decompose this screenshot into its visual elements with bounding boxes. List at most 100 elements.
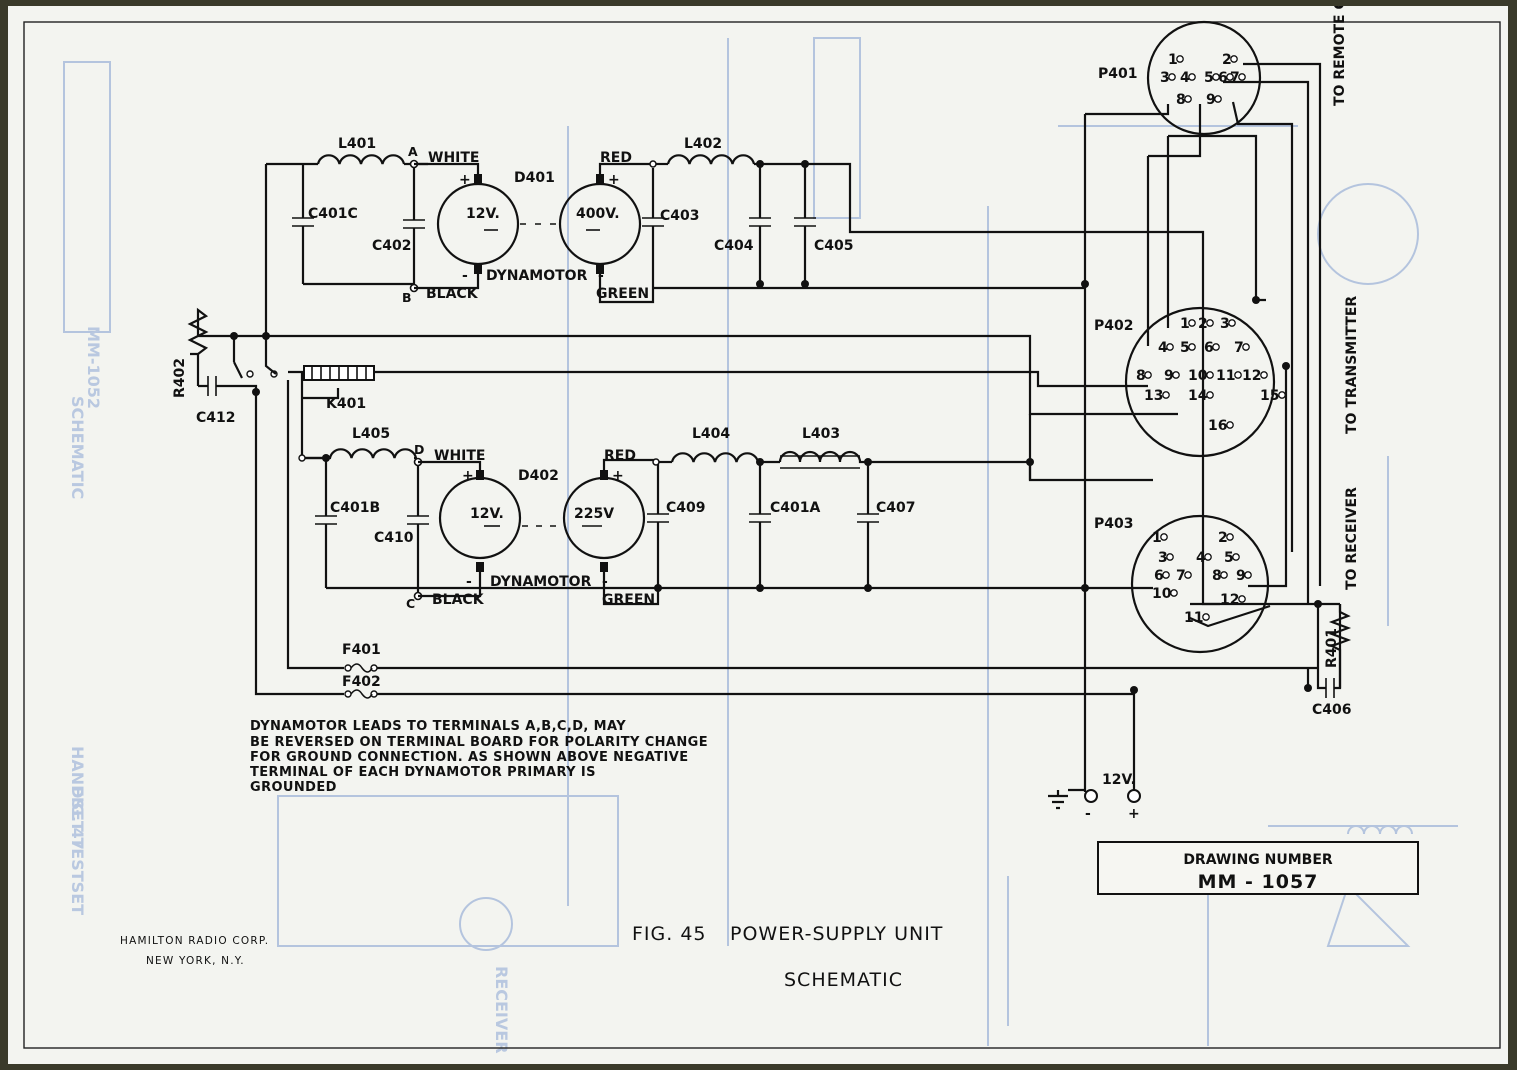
p403-pin-hole-3 [1166, 553, 1174, 561]
p403-pin-hole-11 [1202, 613, 1210, 621]
p402-pin-3: 3 [1220, 316, 1230, 332]
motor-12v-d402 [438, 476, 522, 560]
label-l402: L402 [684, 136, 722, 152]
label-c409: C409 [666, 500, 706, 516]
p403-pin-hole-1 [1160, 533, 1168, 541]
label-green-2: GREEN [602, 592, 655, 608]
p401-pin-3: 3 [1160, 70, 1170, 86]
supply-terminal [1127, 789, 1141, 803]
p402-pin-12: 12 [1242, 368, 1261, 384]
figure-number: FIG. 45 [632, 923, 707, 945]
figure-subtitle: SCHEMATIC [784, 969, 903, 991]
label-c410: C410 [374, 530, 414, 546]
label-12v-1: 12V. [466, 206, 500, 222]
label-black-2: BLACK [432, 592, 485, 608]
p402-pin-2: 2 [1198, 316, 1208, 332]
label-p403: P403 [1094, 516, 1133, 532]
label-terminal-d: D [414, 442, 424, 457]
ghost-text-2: HANDSET TESTSET [68, 746, 87, 915]
drawing-number-box: DRAWING NUMBER MM - 1057 [1097, 841, 1419, 895]
p402-pin-15: 15 [1260, 388, 1279, 404]
label-d401: D401 [514, 170, 555, 186]
label-red-1: RED [600, 150, 632, 166]
p402-pin-hole-6 [1212, 343, 1220, 351]
label-12v-supply: 12V. [1102, 772, 1136, 788]
label-white-1: WHITE [428, 150, 479, 166]
note-line-2: BE REVERSED ON TERMINAL BOARD FOR POLARI… [250, 735, 708, 750]
ghost-text-1: MM-1052 [84, 326, 103, 409]
p402-pin-hole-16 [1226, 421, 1234, 429]
p402-pin-hole-1 [1188, 319, 1196, 327]
label-c403: C403 [660, 208, 700, 224]
p403-pin-hole-5 [1232, 553, 1240, 561]
p402-pin-hole-15 [1278, 391, 1286, 399]
p402-pin-10: 10 [1188, 368, 1208, 384]
label-f401: F401 [342, 642, 381, 658]
p402-pin-hole-12 [1260, 371, 1268, 379]
label-c401b: C401B [330, 500, 380, 516]
p402-pin-6: 6 [1204, 340, 1214, 356]
ground-minus: - [1085, 806, 1091, 822]
label-l405: L405 [352, 426, 390, 442]
p402-pin-hole-10 [1206, 371, 1214, 379]
p401-pin-hole-6 [1226, 73, 1234, 81]
inductor-l405 [326, 448, 418, 460]
label-c404: C404 [714, 238, 754, 254]
label-to-remote: TO REMOTE CONTROL [1332, 6, 1348, 106]
plus-1: + [459, 172, 471, 188]
p403-pin-hole-7 [1184, 571, 1192, 579]
connector-p403: P403 [1094, 514, 1270, 654]
minus-1: - [462, 268, 468, 284]
sheet-border [23, 21, 1501, 1049]
label-l404: L404 [692, 426, 730, 442]
label-red-2: RED [604, 448, 636, 464]
p403-pin-hole-10 [1170, 589, 1178, 597]
p403-pin-9: 9 [1236, 568, 1246, 584]
label-c405: C405 [814, 238, 854, 254]
p401-pin-hole-8 [1184, 95, 1192, 103]
drawing-number-value: MM - 1057 [1198, 871, 1319, 893]
p401-pin-hole-2 [1230, 55, 1238, 63]
inductor-l402 [666, 154, 756, 165]
label-terminal-b: B [402, 290, 412, 305]
p403-pin-hole-6 [1162, 571, 1170, 579]
p402-pin-11: 11 [1216, 368, 1235, 384]
dynamotor-note: DYNAMOTOR LEADS TO TERMINALS A,B,C,D, MA… [250, 719, 708, 795]
label-terminal-a: A [408, 144, 418, 159]
p402-pin-hole-4 [1166, 343, 1174, 351]
ghost-text-4: FIG. 47 [68, 786, 87, 850]
motor-400v-d401 [558, 182, 642, 266]
label-c406: C406 [1312, 702, 1352, 718]
label-k401: K401 [326, 396, 366, 412]
p401-pin-8: 8 [1176, 92, 1186, 108]
p401-pin-hole-5 [1212, 73, 1220, 81]
inductor-l403 [778, 450, 1153, 482]
p403-pin-3: 3 [1158, 550, 1168, 566]
p402-pin-hole-5 [1188, 343, 1196, 351]
note-line-5: GROUNDED [250, 780, 337, 795]
label-d402: D402 [518, 468, 559, 484]
label-black-1: BLACK [426, 286, 479, 302]
minus-3: - [466, 574, 472, 590]
p403-pin-6: 6 [1154, 568, 1164, 584]
connector-p402: P402 [1094, 306, 1276, 458]
relay-section: R402 C412 K401 [172, 307, 1178, 696]
p401-pin-9: 9 [1206, 92, 1216, 108]
label-p401: P401 [1098, 66, 1137, 82]
p401-pin-hole-3 [1168, 73, 1176, 81]
p401-pin-hole-9 [1214, 95, 1222, 103]
label-dynamotor-2: DYNAMOTOR [490, 574, 592, 590]
inductor-l401 [316, 154, 406, 165]
p402-pin-hole-13 [1162, 391, 1170, 399]
label-l403: L403 [802, 426, 840, 442]
p401-pin-hole-1 [1176, 55, 1184, 63]
p402-pin-hole-7 [1242, 343, 1250, 351]
p403-pin-hole-2 [1226, 533, 1234, 541]
label-terminal-c: C [406, 596, 415, 611]
p401-pin-hole-4 [1188, 73, 1196, 81]
p402-pin-9: 9 [1164, 368, 1174, 384]
p402-pin-14: 14 [1188, 388, 1208, 404]
fuses: F401 F402 [342, 642, 1318, 790]
label-12v-2: 12V. [470, 506, 504, 522]
